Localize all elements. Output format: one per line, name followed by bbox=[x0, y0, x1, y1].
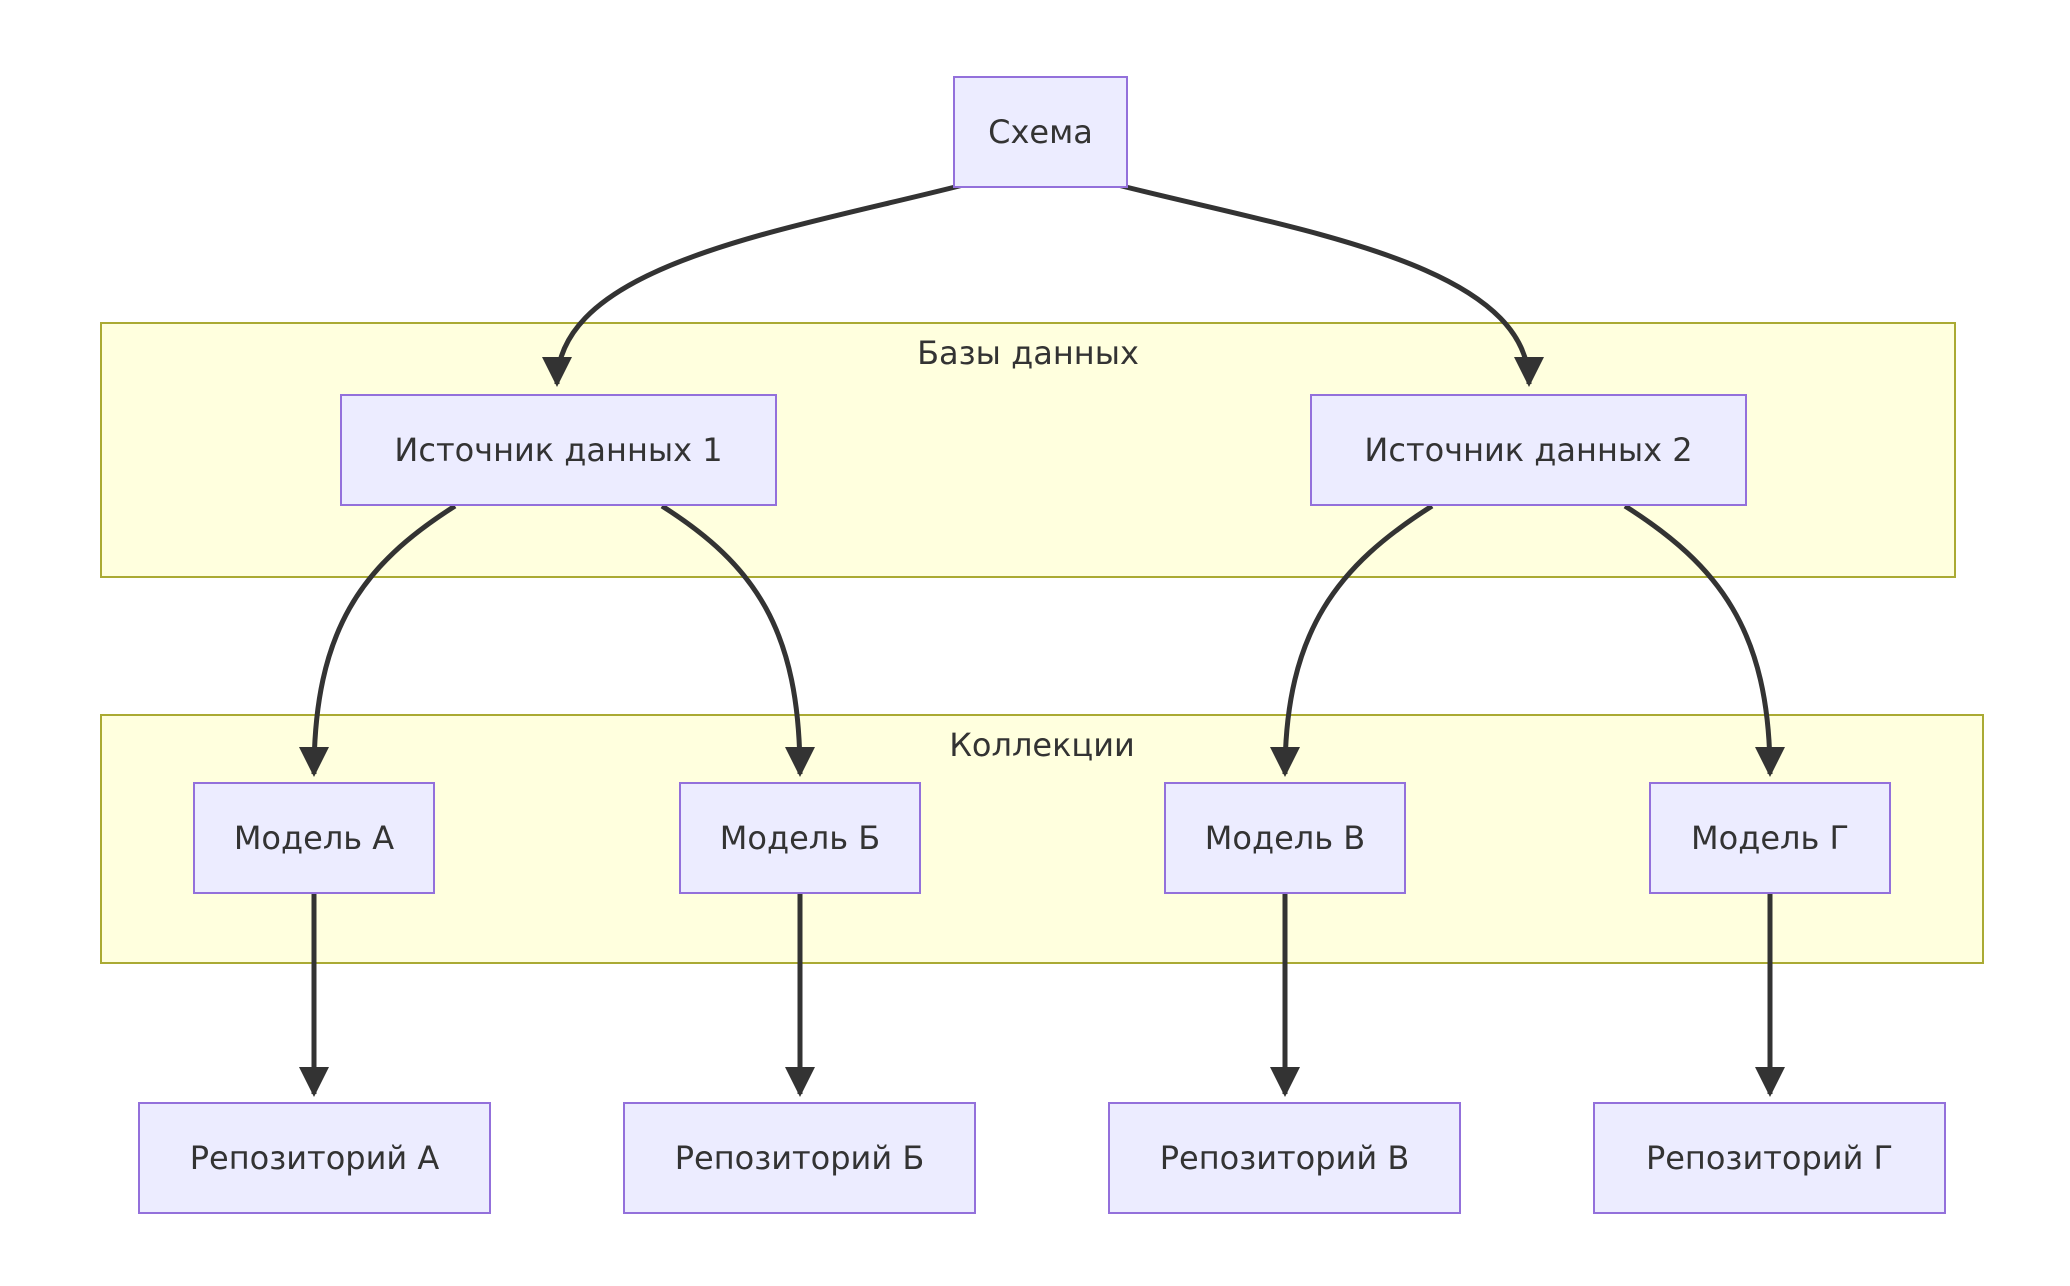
edge-source2-modelG bbox=[1623, 503, 1785, 777]
edge-schema-source1 bbox=[542, 179, 976, 387]
node-repoA: Репозиторий А bbox=[138, 1102, 491, 1214]
node-repoB: Репозиторий Б bbox=[623, 1102, 976, 1214]
node-modelV: Модель В bbox=[1164, 782, 1406, 894]
edge-source2-modelV bbox=[1270, 503, 1434, 777]
edge-schema-source2 bbox=[1105, 179, 1544, 387]
node-repoV: Репозиторий В bbox=[1108, 1102, 1461, 1214]
node-modelB: Модель Б bbox=[679, 782, 921, 894]
node-schema: Схема bbox=[953, 76, 1128, 188]
edge-source1-modelB bbox=[660, 503, 815, 777]
cluster-databases-label: Базы данных bbox=[917, 334, 1139, 372]
node-modelA: Модель А bbox=[193, 782, 435, 894]
node-source2: Источник данных 2 bbox=[1310, 394, 1747, 506]
edge-source1-modelA bbox=[299, 503, 457, 777]
node-source1: Источник данных 1 bbox=[340, 394, 777, 506]
node-modelG: Модель Г bbox=[1649, 782, 1891, 894]
node-repoG: Репозиторий Г bbox=[1593, 1102, 1946, 1214]
cluster-collections-label: Коллекции bbox=[949, 726, 1135, 764]
